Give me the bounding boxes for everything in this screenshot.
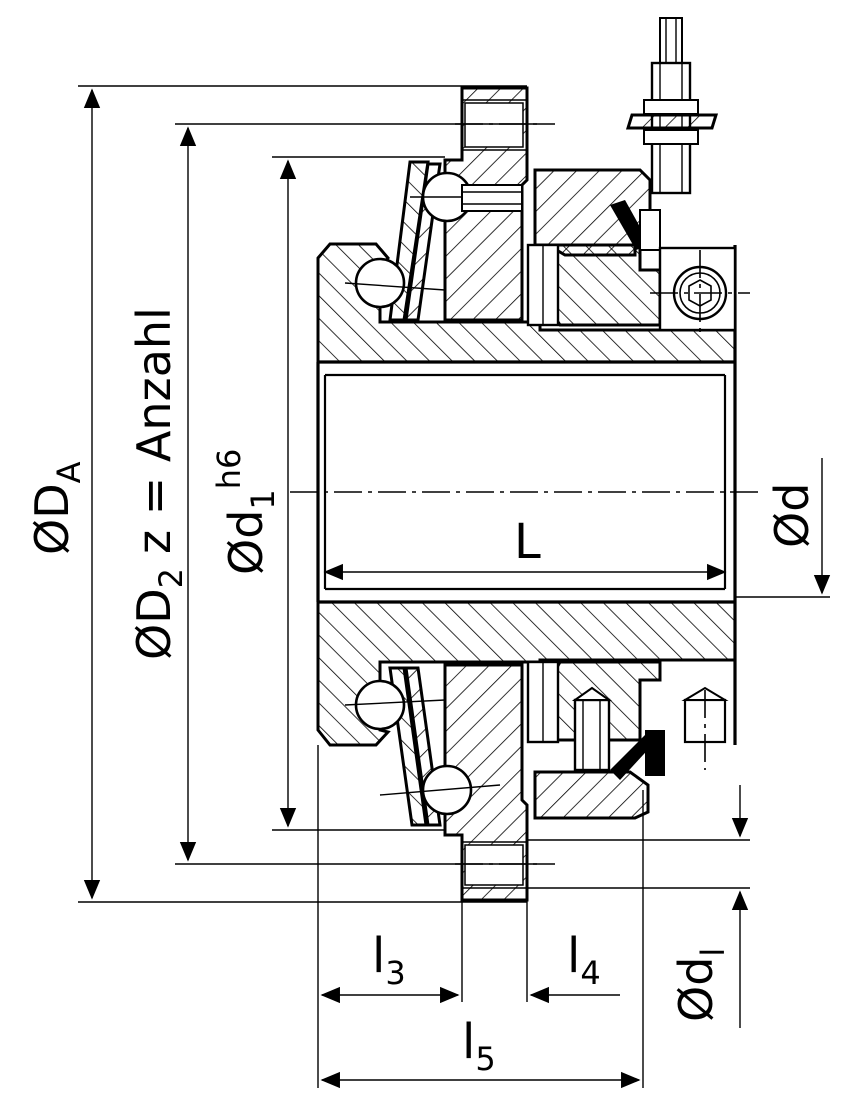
label-d2: ØD2z = Anzahl [127, 307, 190, 660]
proximity-sensor [625, 17, 719, 195]
hex-socket-screw [650, 246, 750, 336]
label-L: L [514, 514, 541, 570]
svg-text:Ød1h6: Ød1h6 [210, 449, 282, 575]
ball-upper-inner [344, 257, 446, 309]
label-l4: l4 [567, 928, 601, 992]
label-d: Ød [765, 483, 819, 548]
svg-text:Ød: Ød [765, 483, 819, 548]
svg-text:ØDA: ØDA [25, 461, 88, 555]
set-screw-upper [461, 184, 523, 212]
svg-text:Ødl: Ødl [669, 948, 732, 1022]
label-l3: l3 [372, 928, 406, 992]
ball-lower-inner [344, 679, 446, 731]
bushing-upper [526, 243, 560, 327]
cam-upper [610, 200, 661, 251]
label-dl: Ødl [669, 948, 732, 1022]
svg-text:ØD2z = Anzahl: ØD2z = Anzahl [127, 307, 190, 660]
screw-lower-right [681, 686, 729, 770]
label-da: ØDA [25, 461, 88, 555]
label-l5: l5 [462, 1014, 496, 1078]
bushing-lower [526, 660, 560, 744]
dimension-lines [78, 85, 831, 1089]
cam-lower [610, 730, 665, 780]
ball-lower-outer [379, 764, 501, 816]
pin-lower [571, 686, 613, 772]
label-d1: Ød1h6 [210, 449, 282, 575]
